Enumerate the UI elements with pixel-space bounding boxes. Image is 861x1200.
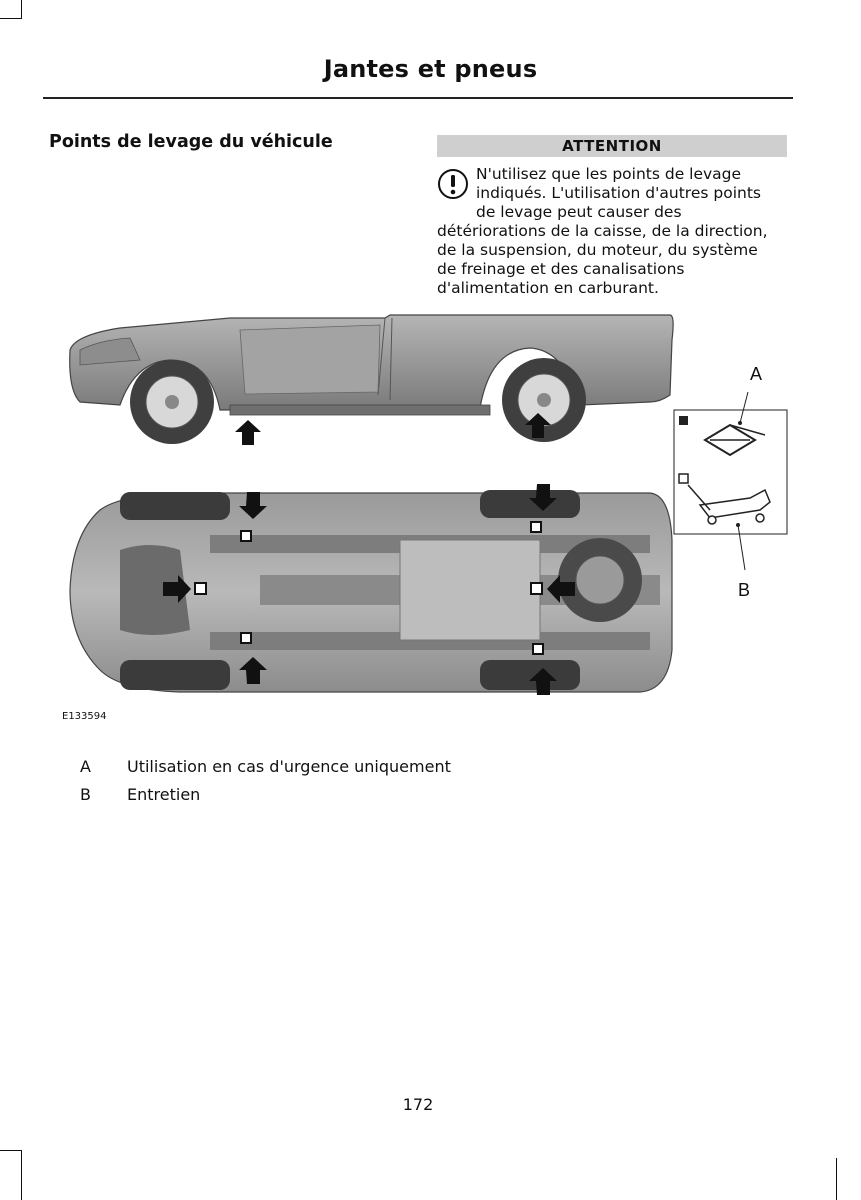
page-title: Jantes et pneus <box>323 55 538 83</box>
figure-id: E133594 <box>62 711 107 722</box>
legend-key: B <box>80 785 91 804</box>
crop-mark <box>836 1158 837 1200</box>
warning-text-line: de freinage et des canalisations <box>437 260 685 278</box>
section-heading: Points de levage du véhicule <box>49 132 333 152</box>
crop-mark <box>21 0 22 18</box>
crop-mark <box>0 18 22 19</box>
callout-b: B <box>738 580 750 600</box>
vehicle-lifting-points-diagram: A B <box>69 314 788 695</box>
warning-text-line: de levage peut causer des <box>476 203 682 221</box>
truck-side-view <box>69 314 674 445</box>
callout-a: A <box>750 364 762 384</box>
warning-text-line: d'alimentation en carburant. <box>437 279 659 297</box>
warning-text-line: détériorations de la caisse, de la direc… <box>437 222 768 240</box>
crop-mark <box>0 1150 22 1151</box>
title-rule <box>43 97 793 99</box>
warning-icon <box>438 169 468 199</box>
page-number: 172 <box>402 1095 434 1114</box>
front-wheel <box>130 360 214 444</box>
jack-types-inset: A B <box>673 364 788 600</box>
attention-banner: ATTENTION <box>437 135 787 157</box>
crop-mark <box>21 1150 22 1200</box>
legend-key: A <box>80 757 91 776</box>
truck-underbody-view <box>69 484 673 695</box>
warning-text-line: indiqués. L'utilisation d'autres points <box>476 184 761 202</box>
legend-text: Entretien <box>127 785 201 804</box>
warning-text-line: de la suspension, du moteur, du système <box>437 241 758 259</box>
legend-text: Utilisation en cas d'urgence uniquement <box>127 757 451 776</box>
warning-text-line: N'utilisez que les points de levage <box>476 165 742 183</box>
